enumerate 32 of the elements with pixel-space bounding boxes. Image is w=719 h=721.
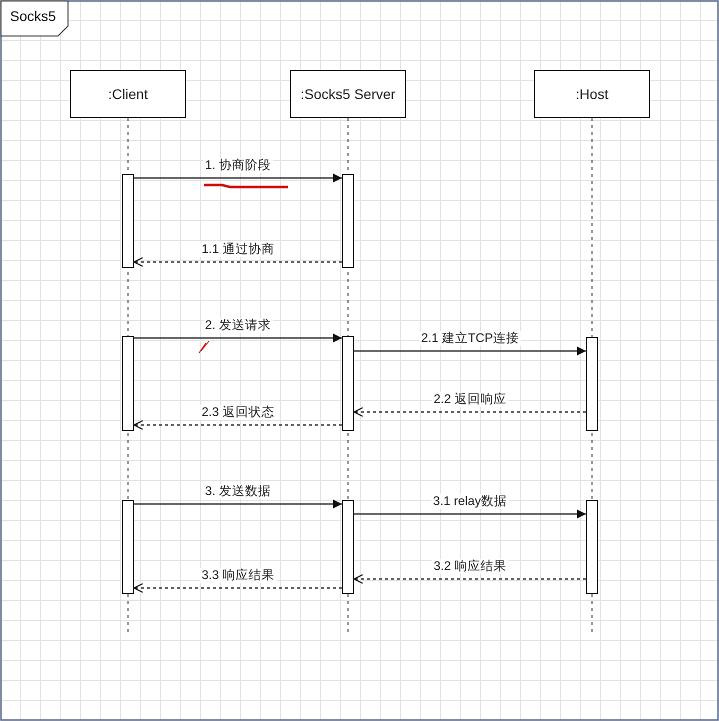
frame-title: Socks5 xyxy=(10,8,56,24)
message-arrow xyxy=(354,346,586,356)
activation-bar xyxy=(342,174,354,268)
message-label: 2.1 建立TCP连接 xyxy=(419,331,521,346)
return-arrow xyxy=(133,256,342,268)
message-label: 3. 发送数据 xyxy=(203,484,273,499)
activation-bar xyxy=(122,500,134,594)
activation-bar xyxy=(122,174,134,268)
return-arrow xyxy=(133,582,342,594)
message-label: 1. 协商阶段 xyxy=(203,158,273,173)
activation-bar xyxy=(342,500,354,594)
message-arrow xyxy=(134,334,342,342)
message-arrow xyxy=(134,174,342,182)
activation-bar xyxy=(586,337,598,431)
message-label: 3.3 响应结果 xyxy=(200,568,276,583)
return-arrow xyxy=(353,406,586,418)
message-label: 1.1 通过协商 xyxy=(200,242,276,257)
message-label: 3.2 响应结果 xyxy=(432,559,508,574)
return-arrow xyxy=(353,574,586,584)
message-label: 3.1 relay数据 xyxy=(431,494,509,509)
activation-bar xyxy=(342,336,354,431)
message-arrow xyxy=(354,510,586,518)
participant-box: :Socks5 Server xyxy=(290,70,406,118)
participant-box: :Client xyxy=(70,70,186,118)
message-label: 2.2 返回响应 xyxy=(432,392,508,407)
return-arrow xyxy=(133,420,342,430)
message-label: 2. 发送请求 xyxy=(203,318,273,333)
activation-bar xyxy=(122,336,134,431)
activation-bar xyxy=(586,500,598,594)
participant-box: :Host xyxy=(534,70,650,118)
message-label: 2.3 返回状态 xyxy=(200,405,276,420)
message-arrow xyxy=(134,500,342,508)
